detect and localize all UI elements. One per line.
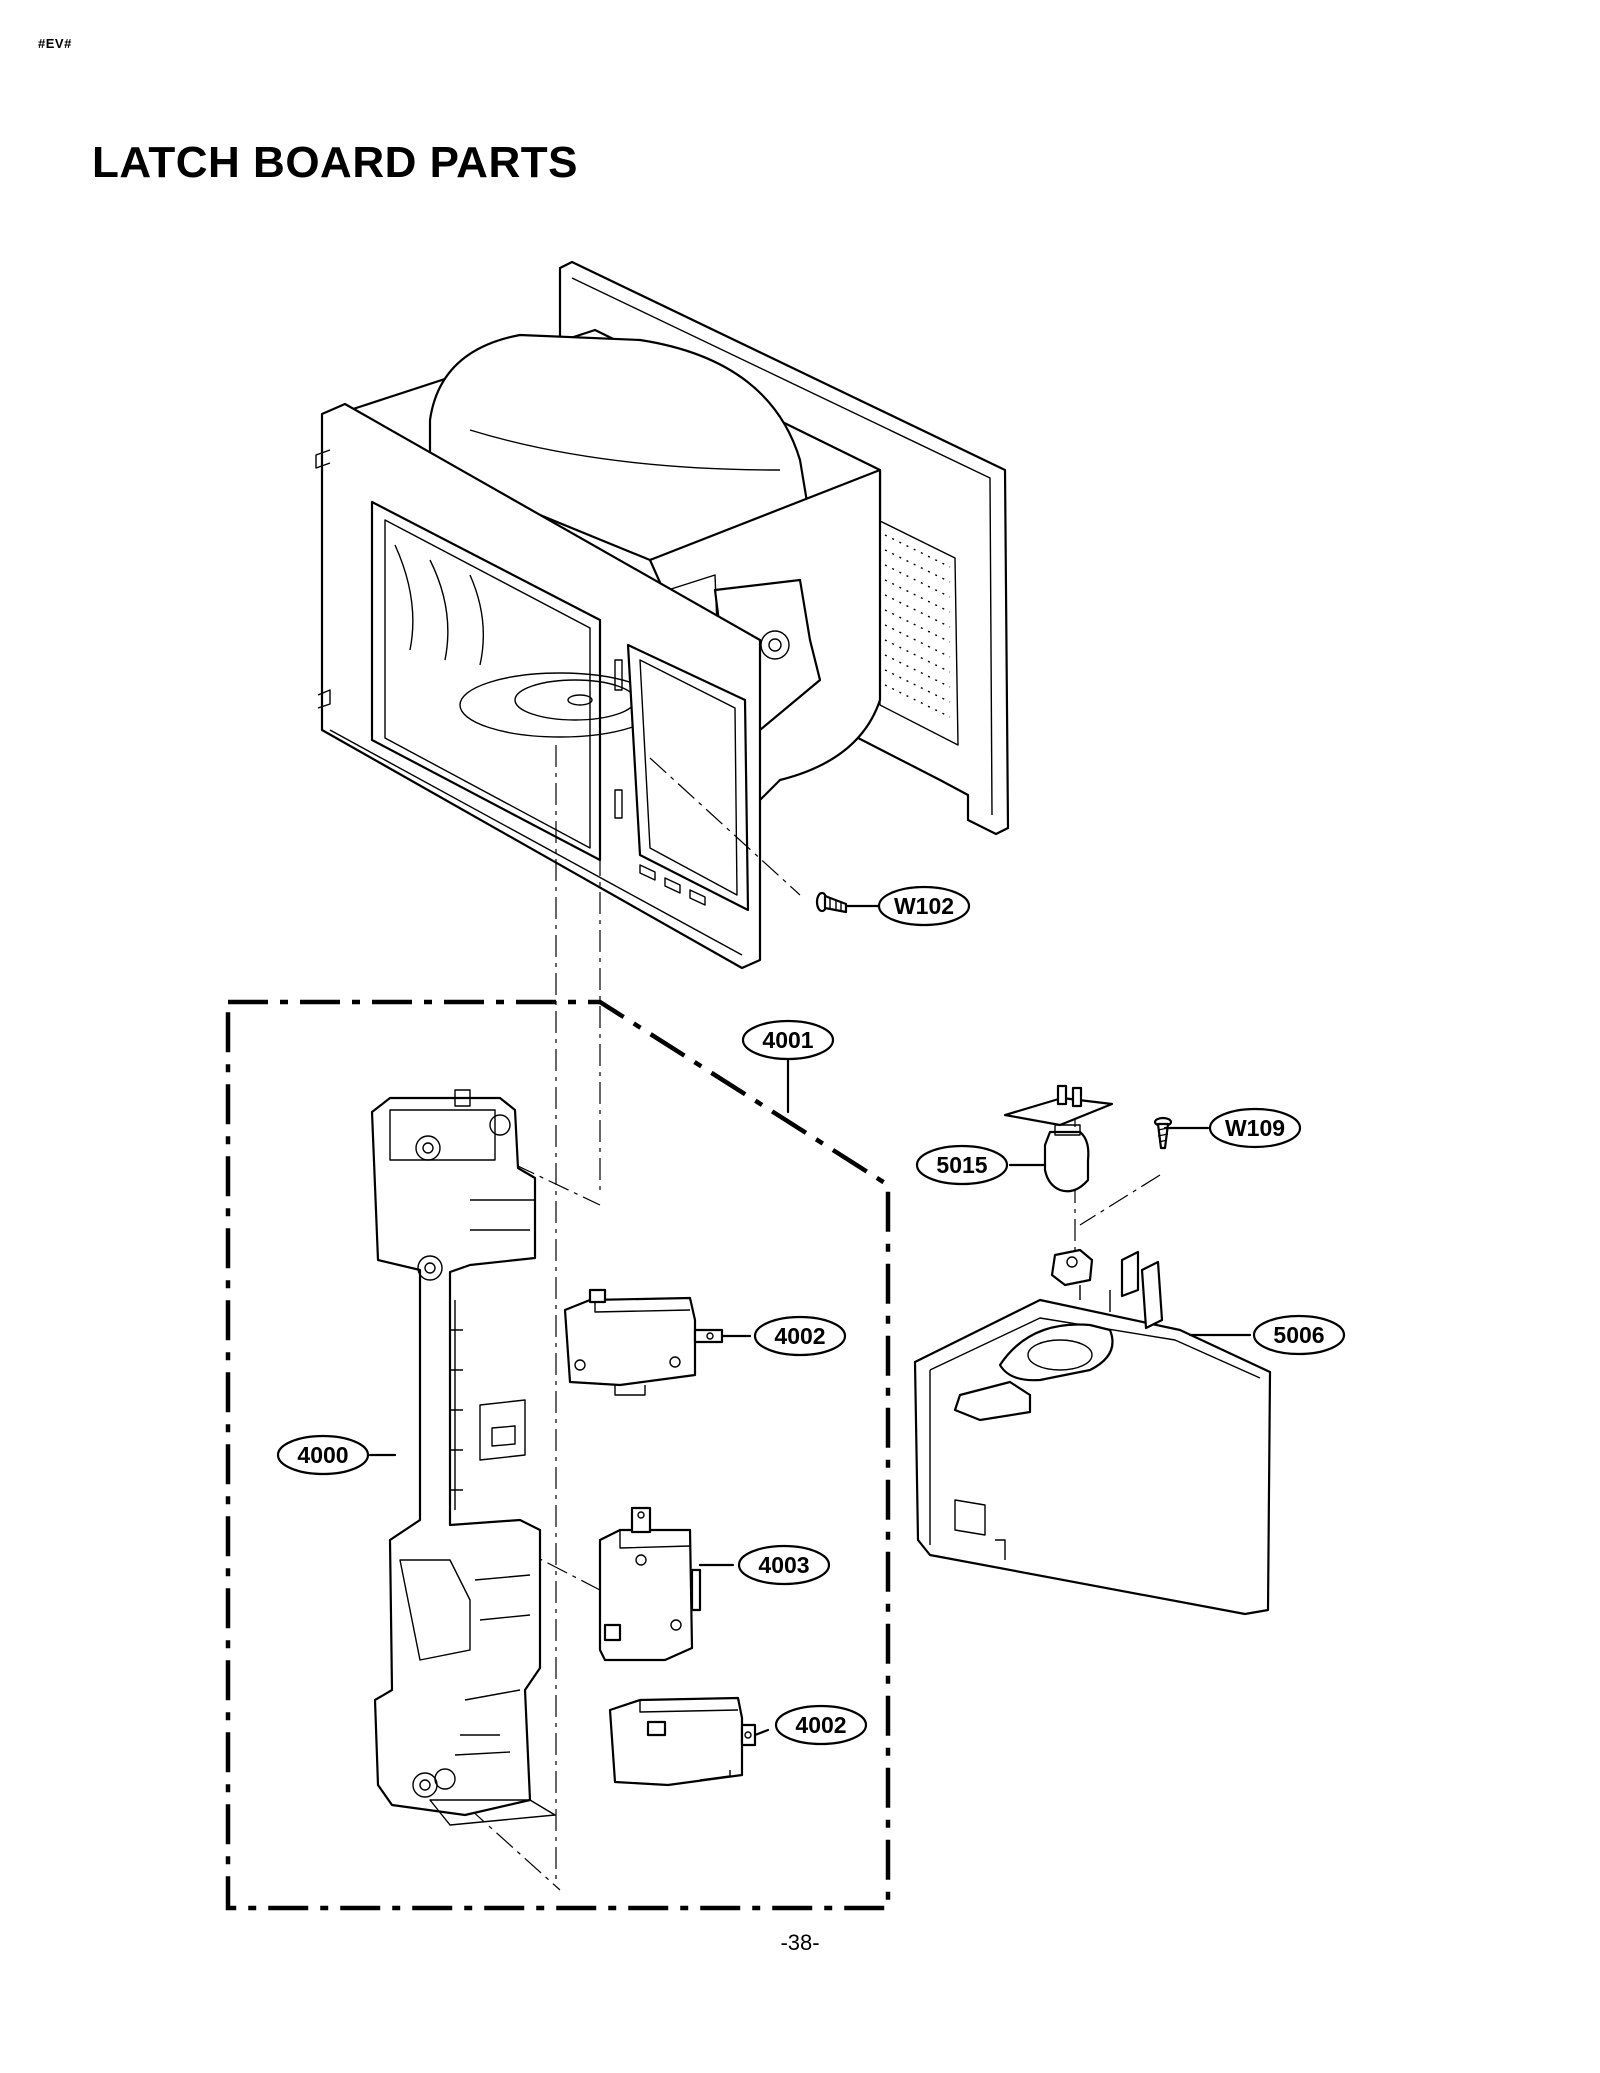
callout-4001: 4001 [741, 1019, 835, 1061]
switch-4002-upper [563, 1288, 724, 1396]
callout-5006-label: 5006 [1273, 1322, 1324, 1348]
callout-4002-lower: 4002 [774, 1704, 868, 1746]
document-tag: #EV# [38, 36, 72, 51]
switch-4002-lower [608, 1696, 757, 1787]
callout-4000-label: 4000 [297, 1442, 348, 1468]
switch-4003 [598, 1506, 702, 1662]
callout-5015: 5015 [915, 1144, 1009, 1186]
callout-4002-upper: 4002 [753, 1315, 847, 1357]
page-title: LATCH BOARD PARTS [92, 138, 578, 187]
callout-4003: 4003 [737, 1544, 831, 1586]
callout-w109-label: W109 [1225, 1115, 1285, 1141]
leader-lines [368, 904, 1252, 1737]
page-number: -38- [780, 1930, 820, 1955]
callout-w102-label: W102 [894, 893, 954, 919]
screw-w109 [1153, 1116, 1173, 1150]
callout-4001-label: 4001 [762, 1027, 813, 1053]
latch-board-4000 [370, 1089, 556, 1826]
callout-w109: W109 [1208, 1107, 1302, 1149]
lamp-5015 [1003, 1084, 1114, 1193]
screw-w102 [815, 891, 848, 914]
callout-5015-label: 5015 [936, 1152, 987, 1178]
callout-w102: W102 [877, 885, 971, 927]
callout-4000: 4000 [276, 1434, 370, 1476]
callout-4002-lower-label: 4002 [795, 1712, 846, 1738]
cavity-assembly [315, 260, 1010, 970]
callout-4003-label: 4003 [758, 1552, 809, 1578]
lamp-case-5006 [913, 1248, 1272, 1616]
callout-4002-upper-label: 4002 [774, 1323, 825, 1349]
latch-board-boundary [225, 999, 891, 1911]
callout-5006: 5006 [1252, 1314, 1346, 1356]
